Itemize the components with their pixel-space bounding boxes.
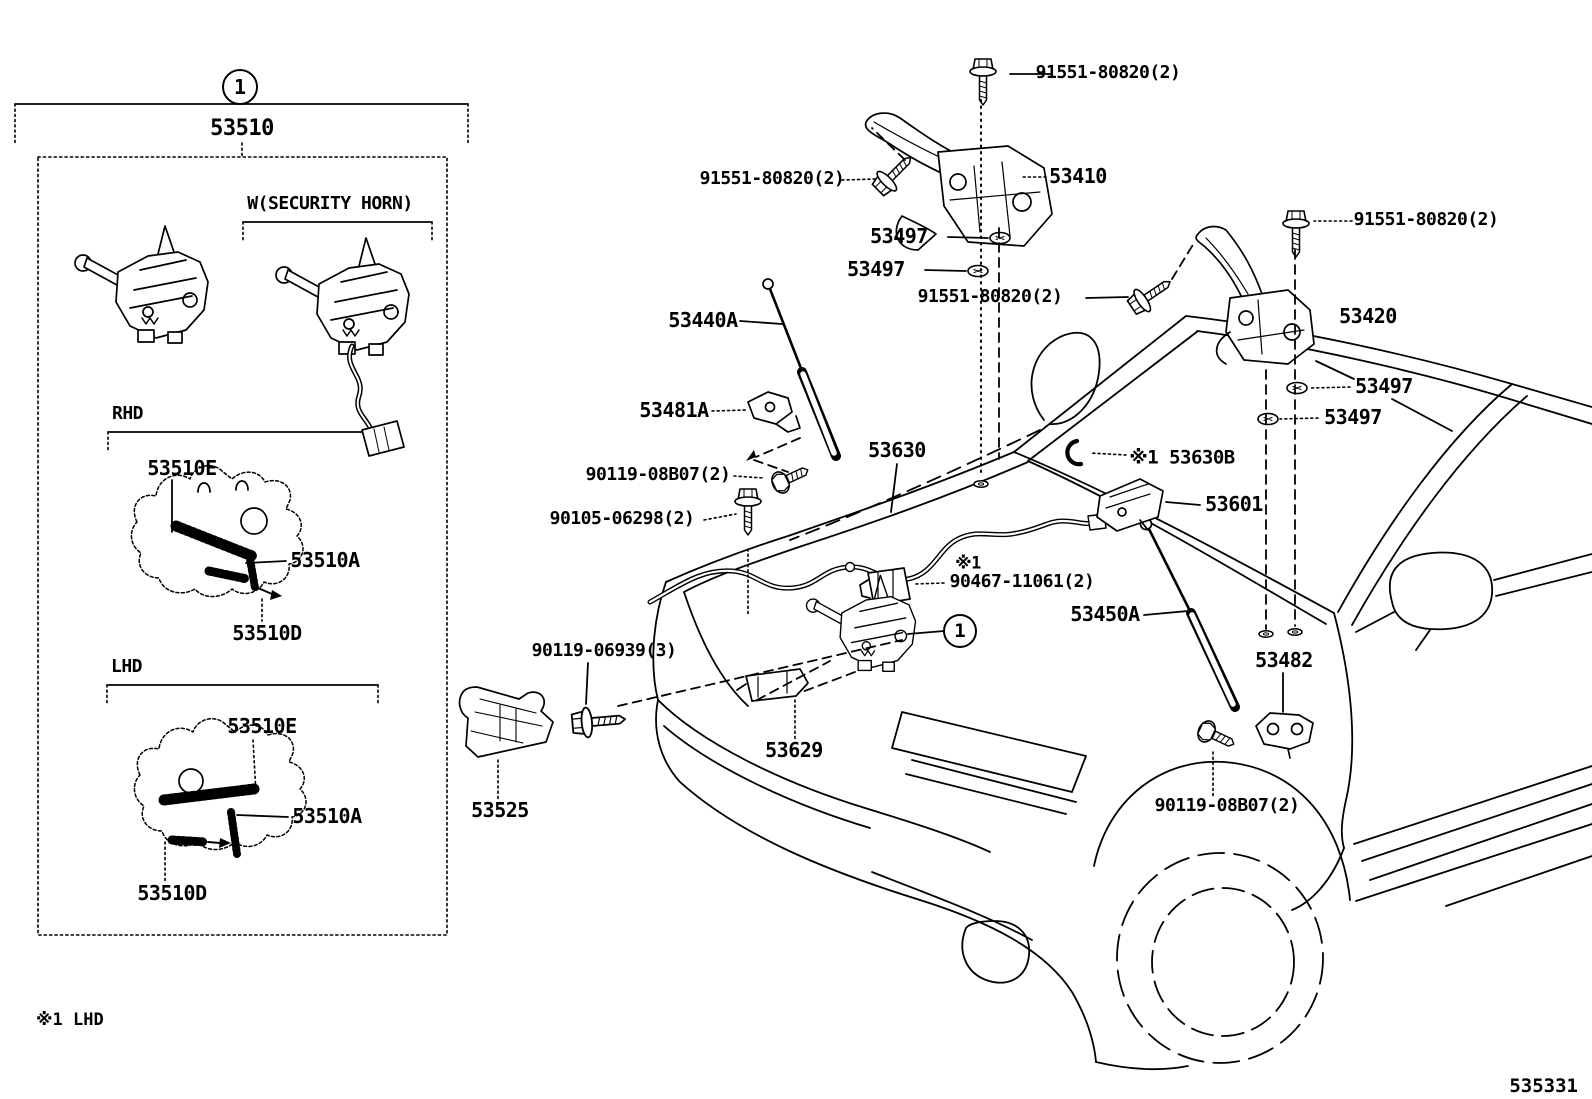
part-label-90119-08B07-right: 90119-08B07(2) (1154, 795, 1300, 817)
part-label-91551-80820-top: 91551-80820(2) (1035, 62, 1181, 84)
part-label-53510E-rhd: 53510E (147, 456, 217, 480)
lock-support-53525-drawing (458, 686, 554, 758)
hood-lock-assembly-security-horn-drawing (275, 237, 410, 457)
callout-1-lock: 1 (943, 614, 977, 648)
cable-bracket-53629-drawing (736, 668, 809, 702)
part-label-53510: 53510 (210, 115, 274, 141)
part-label-53497-d: 53497 (1324, 405, 1382, 429)
leader-lines-dotted (164, 176, 1353, 882)
inset-box (14, 103, 469, 936)
part-label-53450A: 53450A (1070, 602, 1140, 626)
footnote-label: ※1 LHD (36, 1010, 104, 1030)
part-label-53510A-rhd: 53510A (290, 548, 360, 572)
hood-hinge-rh-53420-drawing (1195, 225, 1315, 365)
part-label-53440A: 53440A (668, 308, 738, 332)
part-label-53601: 53601 (1205, 492, 1263, 516)
part-label-53481A: 53481A (639, 398, 709, 422)
part-label-90119-06939: 90119-06939(3) (531, 640, 677, 662)
strut-bracket-53482-drawing (1255, 712, 1314, 759)
hood-support-strut-53440a-drawing (762, 278, 841, 461)
callout-1-inset: 1 (222, 69, 258, 105)
strut-bracket-53481a-drawing (747, 391, 801, 433)
cable-hook-53630b-icon (1065, 438, 1084, 467)
part-label-53629: 53629 (765, 738, 823, 762)
part-label-90467-11061: 90467-11061(2) (949, 571, 1095, 593)
latch-lhd-drawing (133, 717, 307, 858)
text-label-rhd: RHD (112, 403, 144, 425)
text-label-lhd: LHD (111, 656, 143, 678)
part-label-90119-08B07-left: 90119-08B07(2) (585, 464, 731, 486)
hood-hinge-lh-53410-drawing (864, 112, 1053, 251)
part-label-53510E-lhd: 53510E (227, 714, 297, 738)
part-label-53510D-lhd: 53510D (137, 881, 207, 905)
part-label-53510A-lhd: 53510A (292, 804, 362, 828)
part-label-53497-c: 53497 (1355, 374, 1413, 398)
part-label-53482: 53482 (1255, 648, 1313, 672)
part-label-53410: 53410 (1049, 164, 1107, 188)
part-label-53497-b: 53497 (847, 257, 905, 281)
part-label-91551-80820-mid: 91551-80820(2) (917, 286, 1063, 308)
leader-lines-solid (171, 73, 1453, 818)
part-label-91551-80820-left: 91551-80820(2) (699, 168, 845, 190)
projection-lines-dashed (617, 127, 1296, 707)
doc-number: 535331 (1509, 1075, 1578, 1097)
part-label-90105-06298: 90105-06298(2) (549, 508, 695, 530)
arrowheads (746, 450, 756, 461)
part-label-53497-a: 53497 (870, 224, 928, 248)
latch-striker-53601-drawing (1096, 478, 1164, 532)
part-label-53630B: ※1 53630B (1129, 446, 1235, 469)
part-label-53525: 53525 (471, 798, 529, 822)
car-outline (652, 315, 1592, 1070)
part-label-91551-80820-right: 91551-80820(2) (1353, 209, 1499, 231)
part-label-53630: 53630 (868, 438, 926, 462)
text-label-security-horn: W(SECURITY HORN) (247, 193, 413, 215)
part-label-90467-note: ※1 (955, 553, 981, 574)
latch-rhd-drawing (130, 464, 304, 600)
part-label-53510D-rhd: 53510D (232, 621, 302, 645)
part-label-53420: 53420 (1339, 304, 1397, 328)
